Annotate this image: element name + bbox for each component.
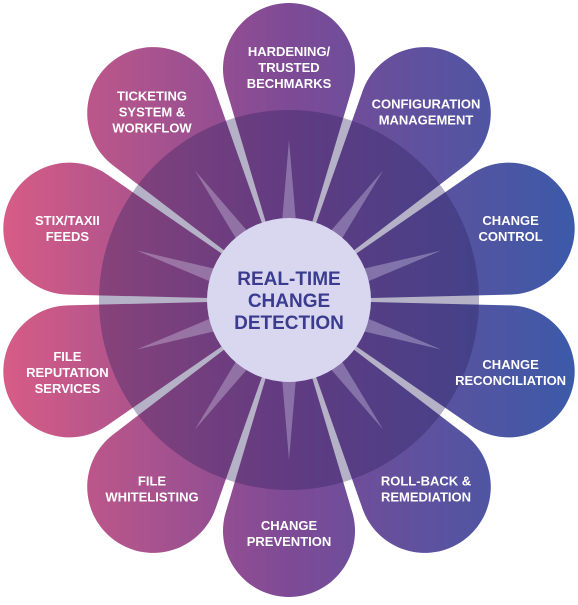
connector-hardening [281,140,297,223]
petal-change-prevention [223,300,355,597]
petal-hardening [223,3,355,301]
connector-stix-taxii [136,250,218,283]
connector-change-prevention [281,377,297,460]
connector-rollback [328,358,384,430]
petal-label-rollback: ROLL-BACK &REMEDIATION [381,474,471,505]
connector-file-reputation [136,317,218,350]
center-hub [207,218,371,382]
petal-connectors [136,140,442,460]
connector-change-reconciliation [360,317,442,350]
connector-ticketing [194,170,250,242]
connector-file-whitelisting [194,358,250,430]
connector-configuration [328,170,384,242]
connector-change-control [360,250,442,283]
